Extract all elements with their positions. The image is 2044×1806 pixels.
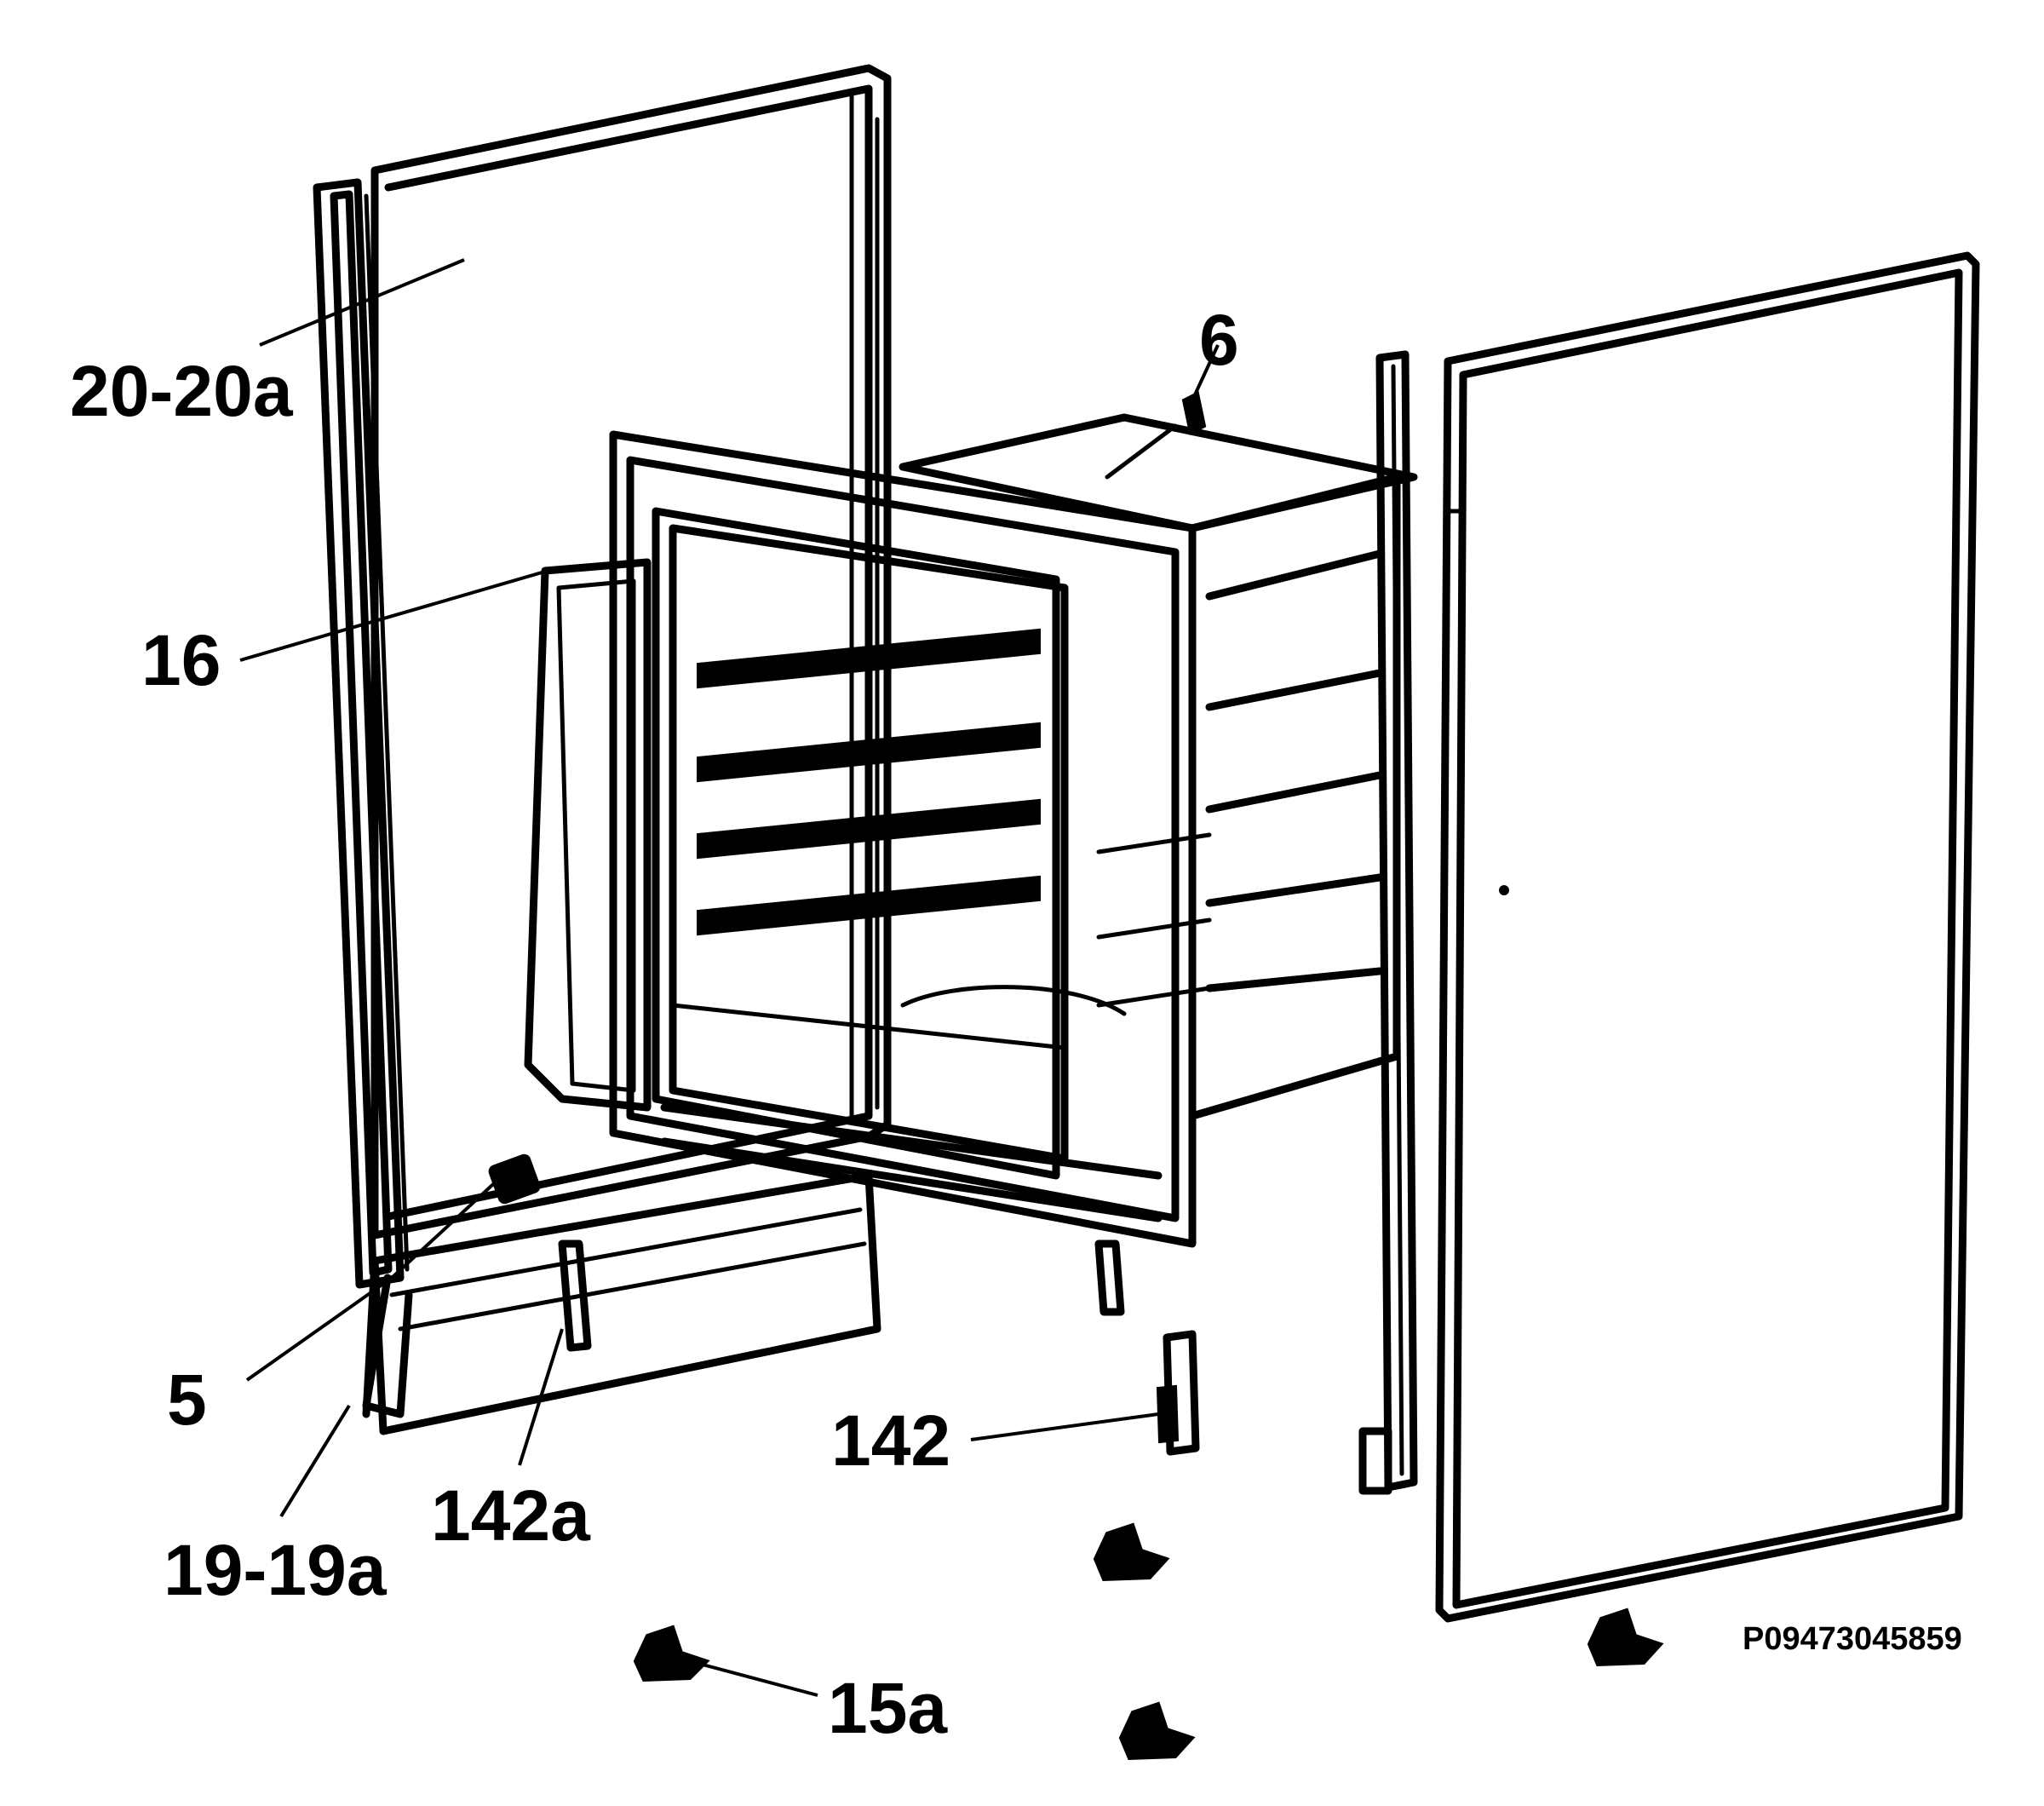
door-seal <box>524 558 652 1112</box>
leader-6 <box>1191 344 1220 401</box>
right-front-frame-strip <box>1358 350 1418 1495</box>
leader-19 <box>279 1404 351 1518</box>
bottom-plinth <box>362 1153 881 1435</box>
leader-15a <box>689 1659 818 1697</box>
drawing-code: P09473045859 <box>1743 1621 1962 1657</box>
oven-cavity <box>1096 473 1401 1120</box>
label-5: 5 <box>167 1360 207 1440</box>
label-142: 142 <box>831 1401 950 1481</box>
right-side-panel <box>1435 251 1980 1623</box>
leader-16 <box>239 567 554 662</box>
leader-lines <box>239 258 1220 1697</box>
inner-oven <box>660 524 1163 1316</box>
label-15a: 15a <box>828 1668 948 1748</box>
front-frame <box>609 430 1197 1248</box>
leader-142 <box>970 1412 1159 1441</box>
leader-20 <box>259 258 465 347</box>
label-19-19a: 19-19a <box>164 1530 388 1610</box>
left-front-frame-strip <box>313 178 413 1418</box>
label-142a: 142a <box>431 1475 591 1556</box>
top-panel <box>899 391 1418 532</box>
label-6: 6 <box>1199 300 1239 380</box>
leader-5 <box>245 1174 504 1382</box>
feet-15a <box>633 1522 1664 1761</box>
hinge-142 <box>1156 1330 1200 1456</box>
label-20-20a: 20-20a <box>70 351 294 431</box>
leader-142a <box>518 1328 564 1466</box>
foot-5 <box>488 1153 541 1205</box>
label-16: 16 <box>141 620 221 700</box>
